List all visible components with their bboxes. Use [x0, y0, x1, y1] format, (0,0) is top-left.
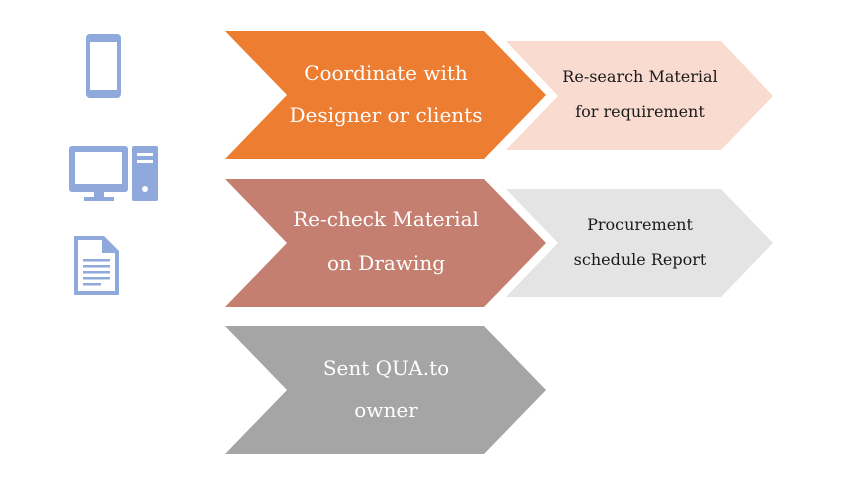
monitor-base [84, 197, 114, 201]
smartphone-screen [90, 42, 117, 90]
step-recheck: Re-check Material on Drawing [225, 179, 546, 307]
step-sent: Sent QUA.to owner [225, 326, 546, 454]
tower-slot-2 [137, 160, 153, 163]
step-sent-line-2: owner [354, 398, 418, 422]
step-sent-chevron [225, 326, 546, 454]
step-research-line-1: Re-search Material [562, 67, 717, 86]
step-coordinate: Coordinate with Designer or clients [225, 31, 546, 159]
desktop-computer-icon [69, 146, 158, 201]
step-procurement-line-1: Procurement [587, 215, 693, 234]
monitor-screen [75, 152, 122, 184]
step-research-chevron [506, 41, 773, 150]
step-coordinate-chevron [225, 31, 546, 159]
step-coordinate-line-1: Coordinate with [304, 61, 468, 85]
step-recheck-line-2: on Drawing [327, 251, 445, 275]
tower-case [132, 146, 158, 201]
monitor-stand [94, 192, 104, 199]
step-coordinate-line-2: Designer or clients [290, 103, 483, 127]
document-line-5 [83, 283, 101, 286]
tower-slot-1 [137, 153, 153, 156]
document-line-4 [83, 277, 110, 280]
step-procurement-line-2: schedule Report [574, 250, 707, 269]
step-recheck-chevron [225, 179, 546, 307]
step-research: Re-search Material for requirement [506, 41, 773, 150]
step-procurement-chevron [506, 189, 773, 297]
tower-power-button [142, 186, 148, 192]
step-procurement: Procurement schedule Report [506, 189, 773, 297]
step-research-line-2: for requirement [575, 102, 705, 121]
smartphone-icon [86, 34, 121, 98]
document-line-2 [83, 265, 110, 268]
step-sent-line-1: Sent QUA.to [323, 356, 449, 380]
document-icon [74, 236, 119, 295]
document-line-3 [83, 271, 110, 274]
step-recheck-line-1: Re-check Material [293, 207, 479, 231]
document-line-1 [83, 259, 110, 262]
